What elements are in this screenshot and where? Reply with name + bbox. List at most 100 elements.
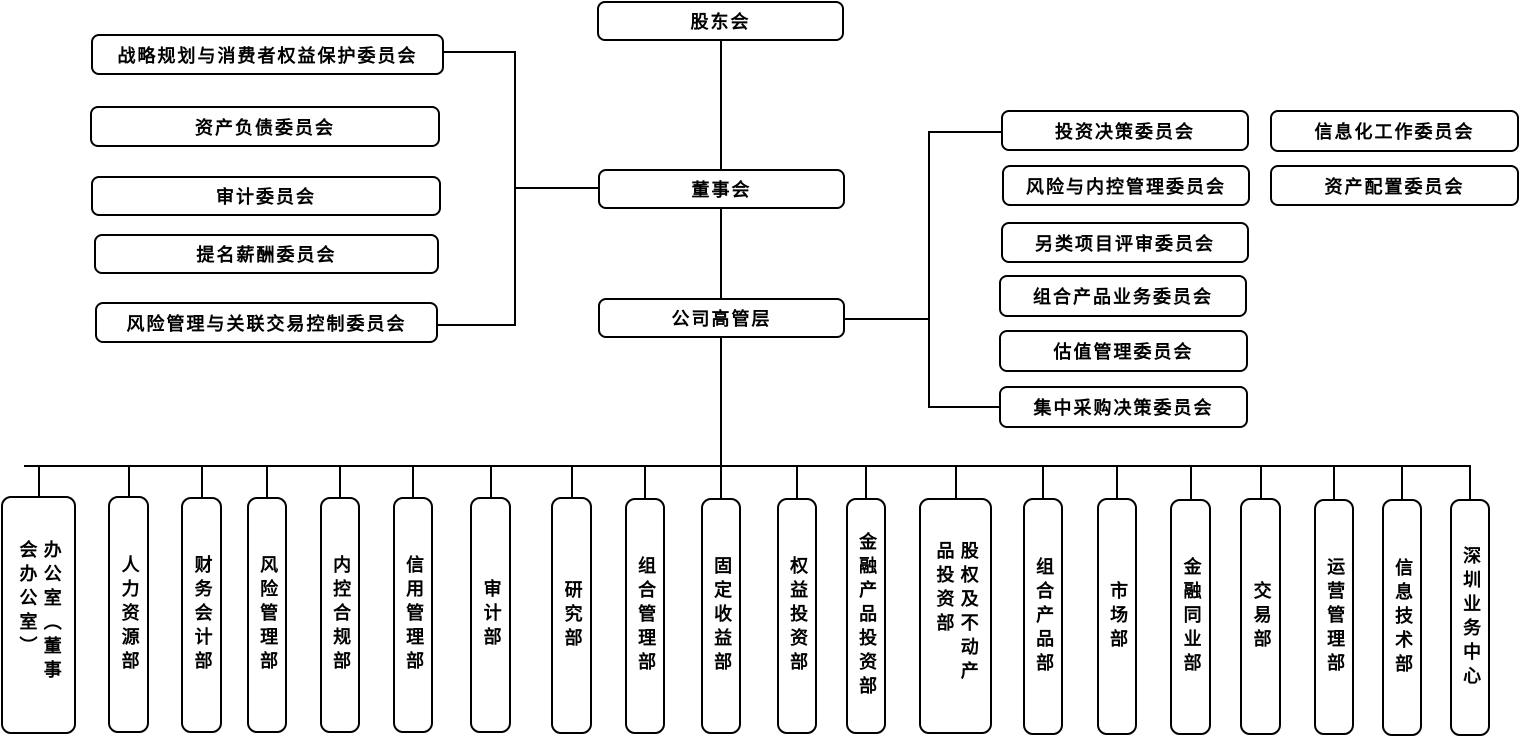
department-node[interactable]: 财务会计部 [181, 497, 222, 733]
management-node[interactable]: 公司高管层 [598, 298, 845, 338]
department-connector [1469, 465, 1471, 499]
committee-label: 提名薪酬委员会 [196, 245, 337, 266]
department-node[interactable]: 交易部 [1240, 498, 1281, 735]
department-node[interactable]: 固定收益部 [701, 498, 741, 734]
department-label: 市场部 [1107, 580, 1129, 653]
department-connector [266, 465, 268, 497]
management-label: 公司高管层 [671, 309, 772, 330]
department-node[interactable]: 组合产品部 [1023, 498, 1063, 735]
department-connector [1116, 465, 1118, 498]
committee-label: 风险与内控管理委员会 [1026, 176, 1226, 198]
committee-label: 战略规划与消费者权益保护委员会 [117, 45, 418, 67]
committee-label: 投资决策委员会 [1055, 121, 1195, 143]
department-label: 权益投资部 [787, 556, 809, 676]
management-bracket-bottom [928, 406, 1000, 408]
department-connector [1042, 465, 1044, 498]
department-node[interactable]: 内控合规部 [320, 497, 360, 733]
management-bracket-top [928, 131, 1002, 133]
connector-board-bracket [515, 187, 598, 189]
department-label: 运营管理部 [1324, 557, 1346, 677]
department-label: 组合管理部 [635, 556, 657, 676]
board-bracket-spine [514, 51, 516, 326]
connector-shareholders-board [720, 40, 722, 170]
department-label: 审计部 [480, 579, 502, 651]
mgmt-committee-portfolio-product[interactable]: 组合产品业务委员会 [999, 275, 1247, 317]
department-connector [865, 465, 867, 498]
department-connector [38, 465, 40, 496]
board-node[interactable]: 董事会 [598, 169, 845, 209]
department-connector [490, 465, 492, 497]
department-node[interactable]: 办公室（董事会办公室） [1, 496, 76, 734]
board-bracket-bottom [437, 324, 516, 326]
department-label: 固定收益部 [711, 556, 733, 676]
department-node[interactable]: 金融产品投资部 [846, 498, 886, 734]
department-connector [1401, 465, 1403, 499]
department-node[interactable]: 组合管理部 [625, 498, 665, 734]
department-label: 金融产品投资部 [856, 532, 878, 700]
department-connector [1333, 465, 1335, 499]
committee-label: 风险管理与关联交易控制委员会 [126, 313, 407, 335]
board-committee-audit[interactable]: 审计委员会 [91, 176, 441, 216]
committee-asset-allocation[interactable]: 资产配置委员会 [1270, 165, 1519, 206]
department-node[interactable]: 金融同业部 [1170, 499, 1211, 735]
department-label: 组合产品部 [1033, 556, 1055, 677]
department-node[interactable]: 风险管理部 [247, 497, 287, 733]
department-connector [339, 465, 341, 497]
mgmt-committee-valuation[interactable]: 估值管理委员会 [999, 330, 1248, 372]
mgmt-committee-risk-internal-control[interactable]: 风险与内控管理委员会 [1002, 165, 1250, 206]
department-node[interactable]: 深圳业务中心 [1450, 499, 1490, 736]
connector-management-departments [720, 337, 722, 467]
management-bracket-spine [928, 131, 930, 407]
department-node[interactable]: 市场部 [1097, 498, 1137, 735]
department-connector [644, 465, 646, 498]
department-label: 研究部 [561, 579, 583, 652]
department-label: 信息技术部 [1392, 557, 1414, 678]
department-label: 信用管理部 [403, 555, 425, 675]
shareholders-label: 股东会 [690, 12, 751, 33]
connector-board-management [720, 208, 722, 298]
department-node[interactable]: 运营管理部 [1314, 499, 1354, 735]
department-node[interactable]: 股权及不动产品投资部 [919, 498, 992, 734]
committee-label: 组合产品业务委员会 [1033, 287, 1213, 308]
department-node[interactable]: 审计部 [470, 497, 511, 733]
department-connector [955, 465, 957, 498]
committee-label: 资产配置委员会 [1324, 176, 1465, 198]
department-label: 风险管理部 [257, 555, 279, 675]
board-label: 董事会 [691, 180, 752, 201]
committee-label: 另类项目评审委员会 [1035, 233, 1215, 255]
committee-label: 集中采购决策委员会 [1033, 398, 1214, 419]
department-node[interactable]: 研究部 [551, 497, 592, 734]
department-node[interactable]: 权益投资部 [777, 498, 817, 734]
board-committee-alm[interactable]: 资产负债委员会 [90, 106, 440, 147]
department-connector [128, 465, 130, 496]
department-label: 人力资源部 [118, 554, 140, 675]
department-connector [720, 465, 722, 498]
mgmt-committee-investment[interactable]: 投资决策委员会 [1001, 110, 1249, 151]
department-node[interactable]: 人力资源部 [108, 496, 149, 733]
department-label: 财务会计部 [191, 555, 213, 675]
department-connector [796, 465, 798, 498]
committee-informatization[interactable]: 信息化工作委员会 [1270, 110, 1519, 152]
board-committee-strategy[interactable]: 战略规划与消费者权益保护委员会 [91, 34, 444, 75]
board-bracket-top [443, 51, 516, 53]
mgmt-committee-procurement[interactable]: 集中采购决策委员会 [999, 386, 1248, 428]
department-connector [1260, 465, 1262, 498]
department-label: 金融同业部 [1180, 557, 1202, 677]
committee-label: 估值管理委员会 [1053, 342, 1194, 363]
department-label: 深圳业务中心 [1460, 545, 1482, 690]
department-label: 办公室（董事会办公室） [16, 540, 62, 684]
department-label: 内控合规部 [330, 555, 352, 675]
connector-management-bracket [844, 318, 930, 320]
board-committee-nomination[interactable]: 提名薪酬委员会 [94, 234, 439, 274]
department-connector [201, 465, 203, 497]
department-node[interactable]: 信用管理部 [393, 497, 433, 733]
shareholders-node[interactable]: 股东会 [597, 1, 844, 41]
committee-label: 资产负债委员会 [195, 117, 335, 139]
department-label: 股权及不动产品投资部 [933, 541, 979, 685]
department-connector [571, 465, 573, 497]
board-committee-risk-related-party[interactable]: 风险管理与关联交易控制委员会 [95, 302, 438, 343]
department-label: 交易部 [1250, 580, 1272, 653]
department-node[interactable]: 信息技术部 [1382, 499, 1422, 736]
mgmt-committee-alternative[interactable]: 另类项目评审委员会 [1001, 222, 1249, 263]
committee-label: 审计委员会 [216, 187, 316, 208]
